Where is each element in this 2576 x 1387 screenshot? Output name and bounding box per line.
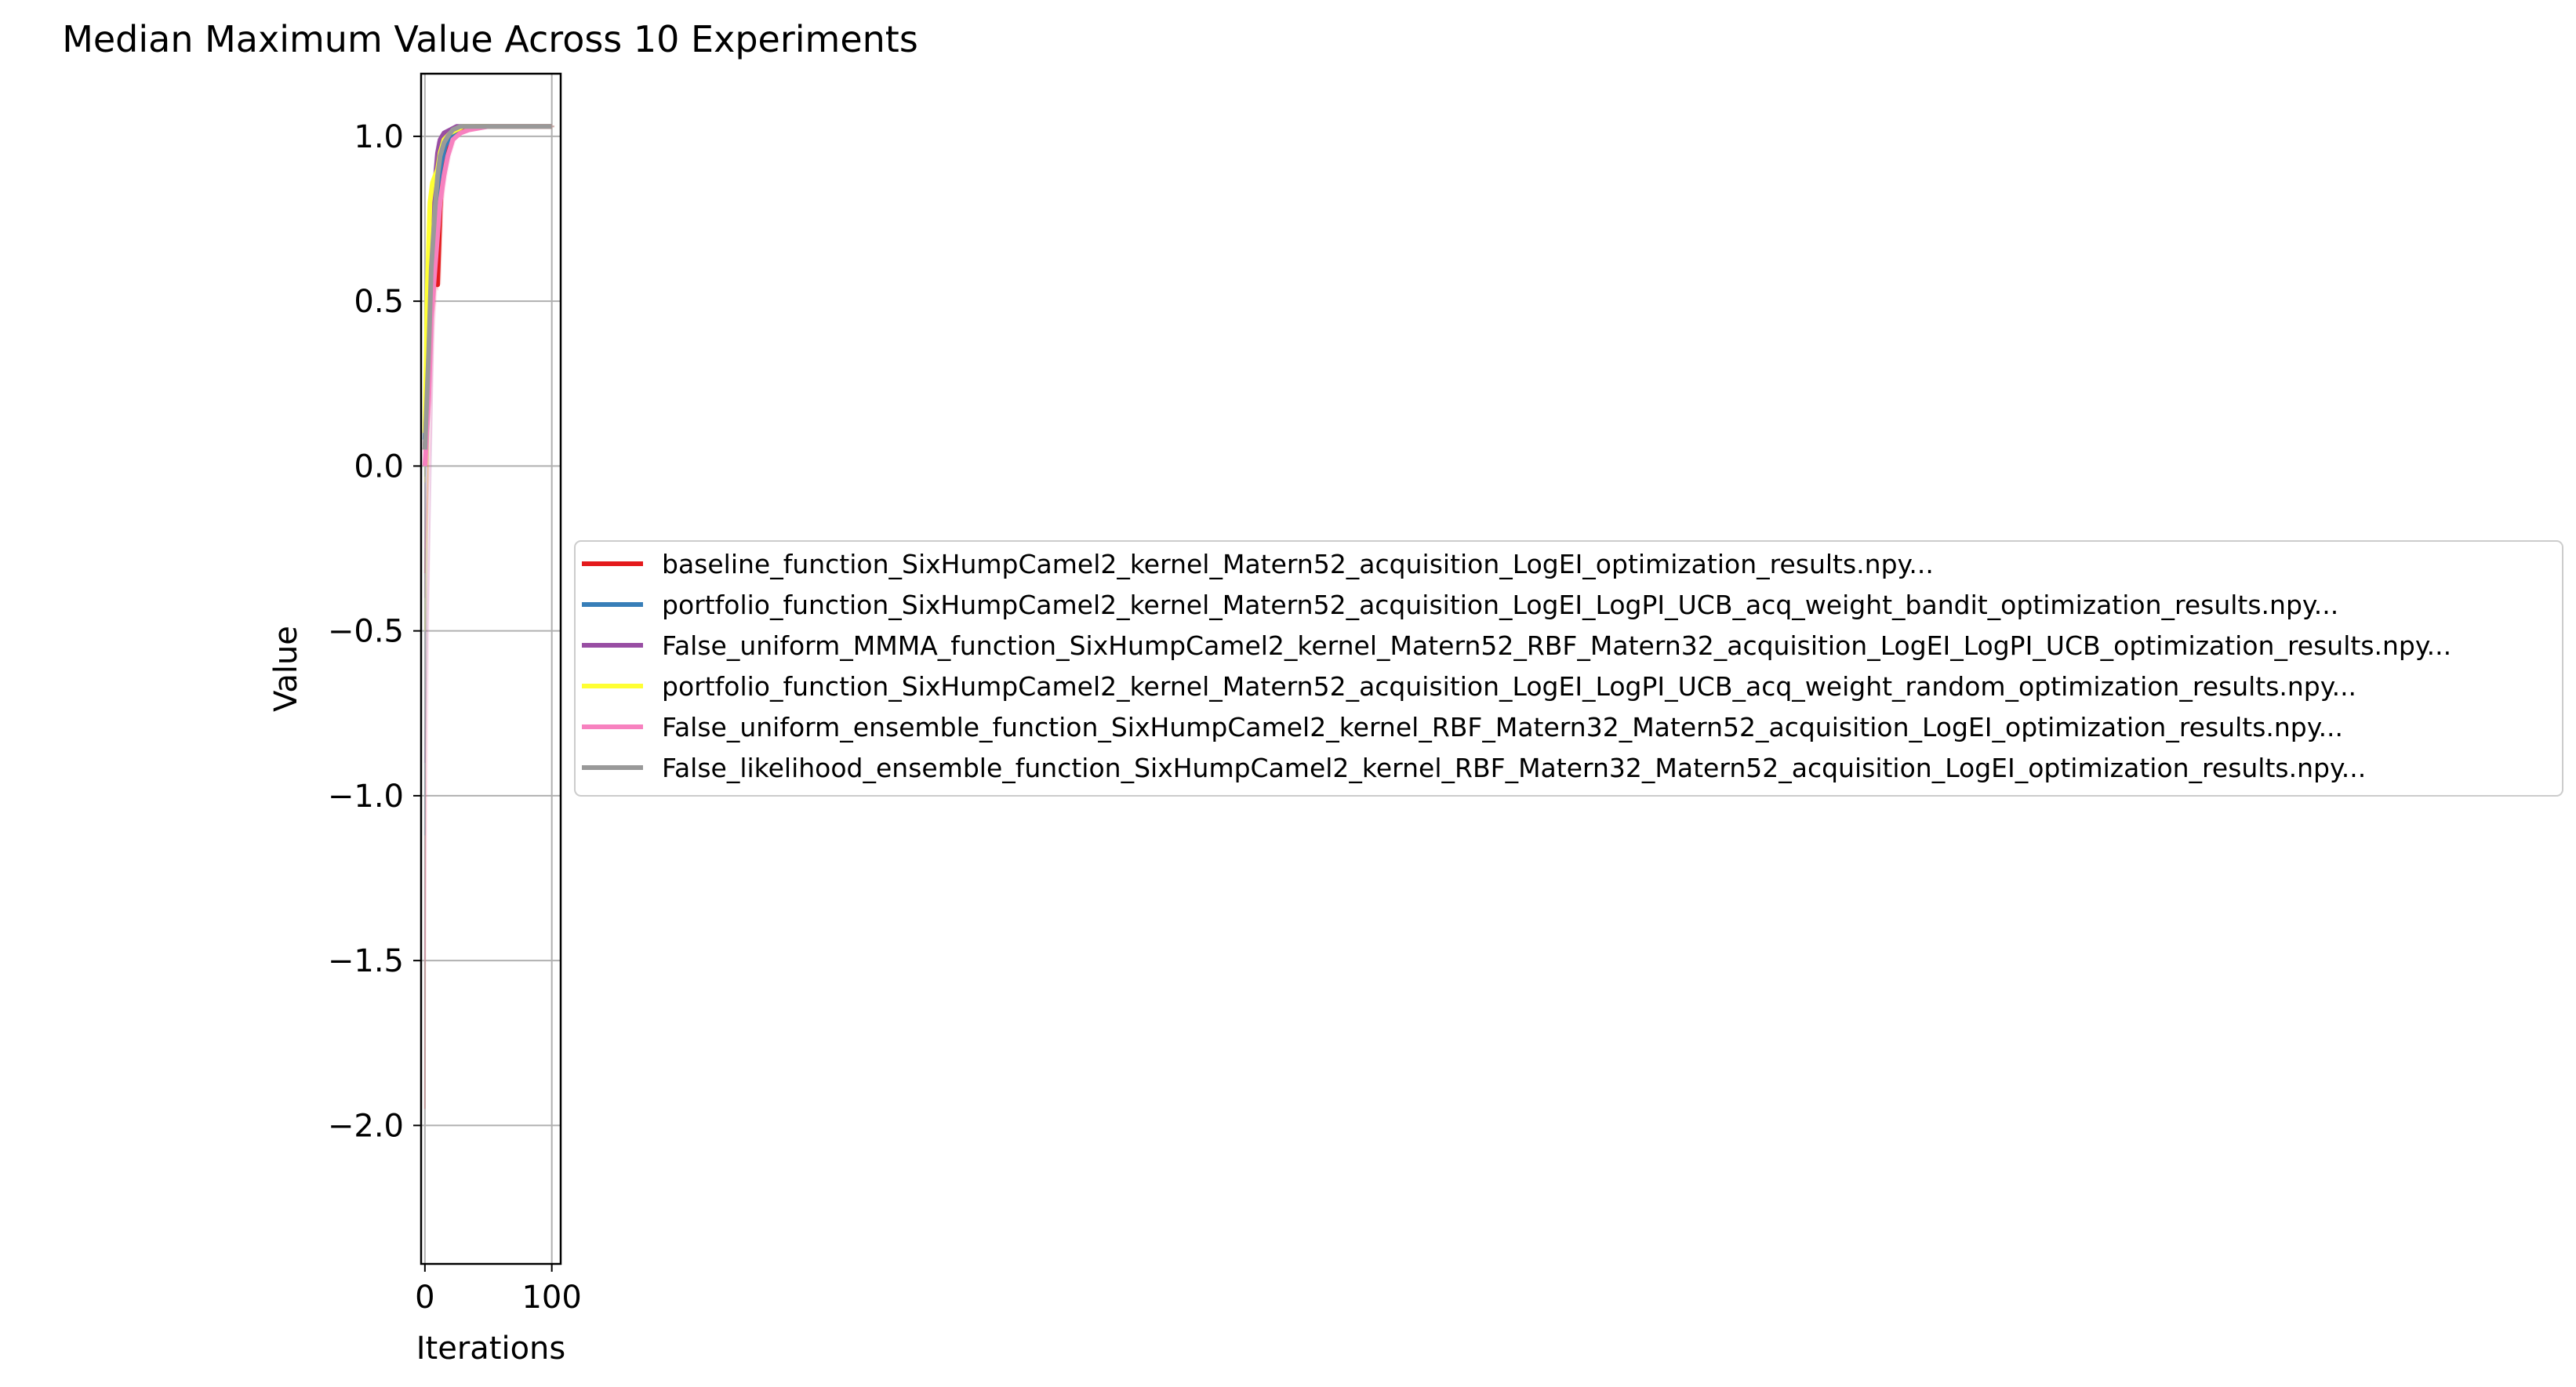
- run-trace-line: [423, 125, 554, 763]
- run-trace-line: [423, 125, 554, 549]
- run-trace-line: [423, 125, 552, 961]
- grid-lines: [421, 74, 561, 1264]
- run-trace-line: [423, 125, 554, 631]
- legend-label: baseline_function_SixHumpCamel2_kernel_M…: [662, 549, 1934, 579]
- y-axis-label: Value: [268, 626, 304, 712]
- legend-label: portfolio_function_SixHumpCamel2_kernel_…: [662, 671, 2356, 702]
- y-tick-label: −2.0: [328, 1108, 404, 1144]
- x-tick-label: 100: [521, 1280, 581, 1316]
- y-tick-label: −0.5: [328, 614, 404, 650]
- chart-title: Median Maximum Value Across 10 Experimen…: [62, 18, 918, 60]
- y-tick-label: 0.5: [354, 284, 404, 320]
- x-axis-label: Iterations: [416, 1331, 566, 1367]
- series-line: [422, 124, 552, 450]
- y-tick-label: 1.0: [354, 119, 404, 155]
- legend: baseline_function_SixHumpCamel2_kernel_M…: [574, 540, 2563, 797]
- axis-ticks: 1.0 0.5 0.0 −0.5 −1.0 −1.5 −2.0 0 100: [328, 119, 582, 1316]
- median-series-lines: [422, 124, 552, 467]
- legend-label: False_uniform_ensemble_function_SixHumpC…: [662, 712, 2343, 743]
- x-tick-label: 0: [415, 1280, 434, 1316]
- series-line: [422, 124, 552, 467]
- legend-box: [574, 540, 2563, 797]
- run-trace-line: [423, 125, 552, 746]
- y-tick-label: 0.0: [354, 448, 404, 485]
- run-trace-line: [423, 125, 550, 836]
- y-tick-label: −1.0: [328, 779, 404, 815]
- legend-label: False_likelihood_ensemble_function_SixHu…: [662, 753, 2366, 783]
- plot-frame: [420, 72, 562, 1265]
- legend-label: portfolio_function_SixHumpCamel2_kernel_…: [662, 590, 2338, 620]
- run-trace-line: [423, 125, 550, 1109]
- y-tick-label: −1.5: [328, 943, 404, 979]
- individual-run-lines: [423, 125, 554, 1109]
- legend-label: False_uniform_MMMA_function_SixHumpCamel…: [662, 630, 2451, 661]
